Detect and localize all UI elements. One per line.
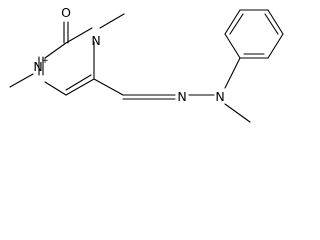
bond-c4-c5-inner — [65, 74, 92, 91]
bond-c4-c5 — [65, 78, 95, 96]
carbonyl-bond — [63, 21, 69, 44]
n3-methyl-bond — [99, 13, 125, 29]
bond-c2-n3 — [65, 27, 93, 44]
n1-label: N — [33, 59, 42, 74]
n-methyl-bond — [224, 103, 251, 123]
bond-c5-c6 — [44, 81, 67, 96]
phenyl-inner-1 — [229, 13, 244, 35]
phenyl-bond-2 — [224, 9, 241, 35]
bond-n1-c2 — [44, 42, 67, 59]
n1-methyl-bond — [9, 73, 34, 88]
oxygen-label: O — [61, 5, 71, 20]
imine-n-label: N — [177, 89, 186, 104]
bond-n-phenyl — [224, 57, 241, 89]
phenyl-bond-5 — [267, 33, 284, 59]
pyrimidinone-ring — [38, 27, 95, 96]
phenyl-bond-1 — [224, 33, 241, 59]
positive-charge: + — [41, 56, 49, 66]
n3-label: N — [91, 33, 100, 48]
phenyl-inner-2 — [264, 13, 279, 35]
hydrazine-n-label: N — [215, 89, 224, 104]
molecule-structure: O N N + N N — [9, 5, 284, 123]
phenyl-bond-4 — [267, 9, 284, 35]
bond-c4-ch — [93, 78, 124, 96]
phenyl-ring — [224, 9, 284, 59]
